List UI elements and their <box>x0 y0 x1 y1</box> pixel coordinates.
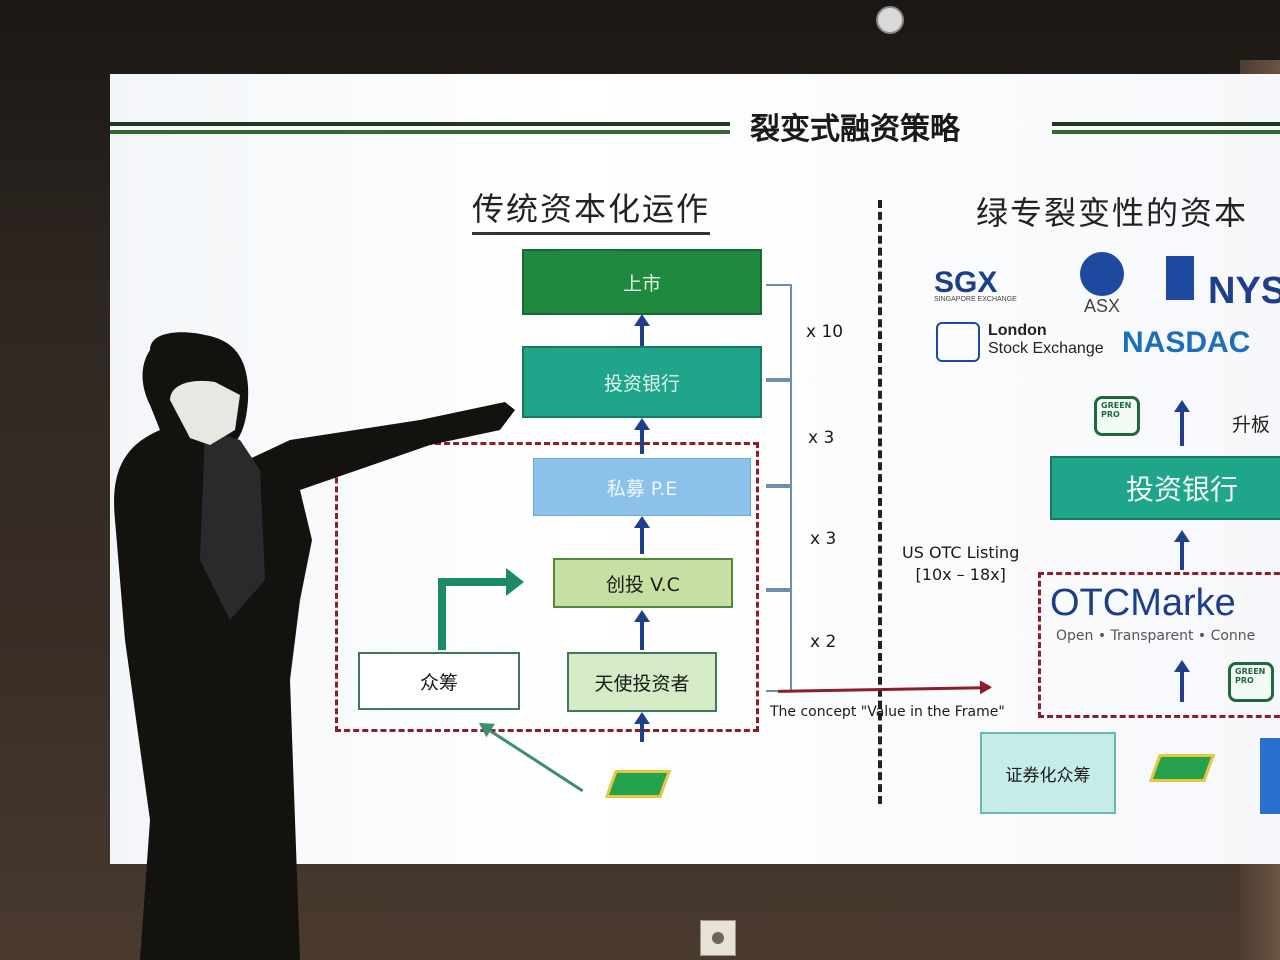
up-arrow <box>634 516 650 554</box>
green-pro-badge: GREEN PRO <box>1094 396 1140 436</box>
multiplier-brace <box>766 590 792 692</box>
up-arrow <box>634 418 650 454</box>
multiplier-brace <box>766 284 792 380</box>
sgx-logo: SGX <box>934 266 998 299</box>
arrow-head <box>506 568 524 596</box>
multiplier-label: x 2 <box>810 632 837 652</box>
concept-arrow <box>777 686 991 693</box>
section-divider <box>878 200 882 804</box>
project-block-icon <box>1148 754 1216 782</box>
securitized-crowdfunding-box: 证券化众筹 <box>980 732 1116 814</box>
otc-tagline: Open • Transparent • Conne <box>1056 628 1256 644</box>
concept-caption: The concept "Value in the Frame" <box>770 704 1005 720</box>
angel-investors-box: 天使投资者 <box>567 652 717 712</box>
crowdfunding-to-vc-arrow <box>438 578 510 586</box>
edge-box <box>1260 738 1280 814</box>
private-equity-box: 私募 P.E <box>533 458 751 516</box>
us-otc-listing-label: US OTC Listing [10x – 18x] <box>902 542 1019 586</box>
us-otc-line2: [10x – 18x] <box>915 565 1006 584</box>
sgx-logo-subtitle: SINGAPORE EXCHANGE <box>934 296 1017 303</box>
green-pro-badge: GREEN PRO <box>1228 662 1274 702</box>
lse-crest-icon <box>936 322 980 362</box>
projection-screen: 裂变式融资策略 传统资本化运作 绿专裂变性的资本 上市 投资银行 私募 P.E … <box>110 74 1280 864</box>
up-arrow <box>1174 530 1190 570</box>
lse-logo-line1: London <box>988 322 1047 339</box>
crowdfunding-box: 众筹 <box>358 652 520 710</box>
asx-logo: ASX <box>1084 296 1121 316</box>
up-arrow <box>1174 400 1190 446</box>
otc-markets-logo: OTCMarke <box>1050 582 1236 624</box>
asx-logo-mark <box>1080 252 1124 296</box>
listing-box: 上市 <box>522 249 762 315</box>
multiplier-brace <box>766 486 792 590</box>
up-arrow <box>634 314 650 346</box>
up-arrow <box>634 712 650 742</box>
left-section-title: 传统资本化运作 <box>472 184 711 235</box>
up-arrow <box>634 610 650 650</box>
lse-logo-line2: Stock Exchange <box>988 340 1104 357</box>
power-outlet <box>700 920 736 956</box>
nyse-logo: NYS <box>1208 270 1280 312</box>
crowdfunding-to-vc-arrow <box>438 584 446 650</box>
multiplier-label: x 3 <box>808 428 835 448</box>
multiplier-label: x 3 <box>810 529 837 549</box>
nasdaq-logo: NASDAC <box>1122 326 1251 359</box>
venture-capital-box: 创投 V.C <box>553 558 733 608</box>
otc-frame <box>1038 572 1280 718</box>
ceiling-camera <box>876 6 904 34</box>
slide-title: 裂变式融资策略 <box>750 112 960 147</box>
title-rule-left <box>110 122 730 134</box>
nyse-logo-mark <box>1166 256 1194 300</box>
project-to-crowdfunding-arrow <box>481 724 584 793</box>
project-block-icon <box>604 770 672 798</box>
right-investment-bank-box: 投资银行 <box>1050 456 1280 520</box>
right-section-title: 绿专裂变性的资本 <box>976 194 1249 232</box>
multiplier-label: x 10 <box>806 322 844 342</box>
us-otc-line1: US OTC Listing <box>902 543 1020 562</box>
upboard-label: 升板 <box>1232 414 1271 436</box>
up-arrow <box>1174 660 1190 702</box>
title-rule-right <box>1052 122 1280 134</box>
investment-bank-box: 投资银行 <box>522 346 762 418</box>
multiplier-brace <box>766 380 792 486</box>
